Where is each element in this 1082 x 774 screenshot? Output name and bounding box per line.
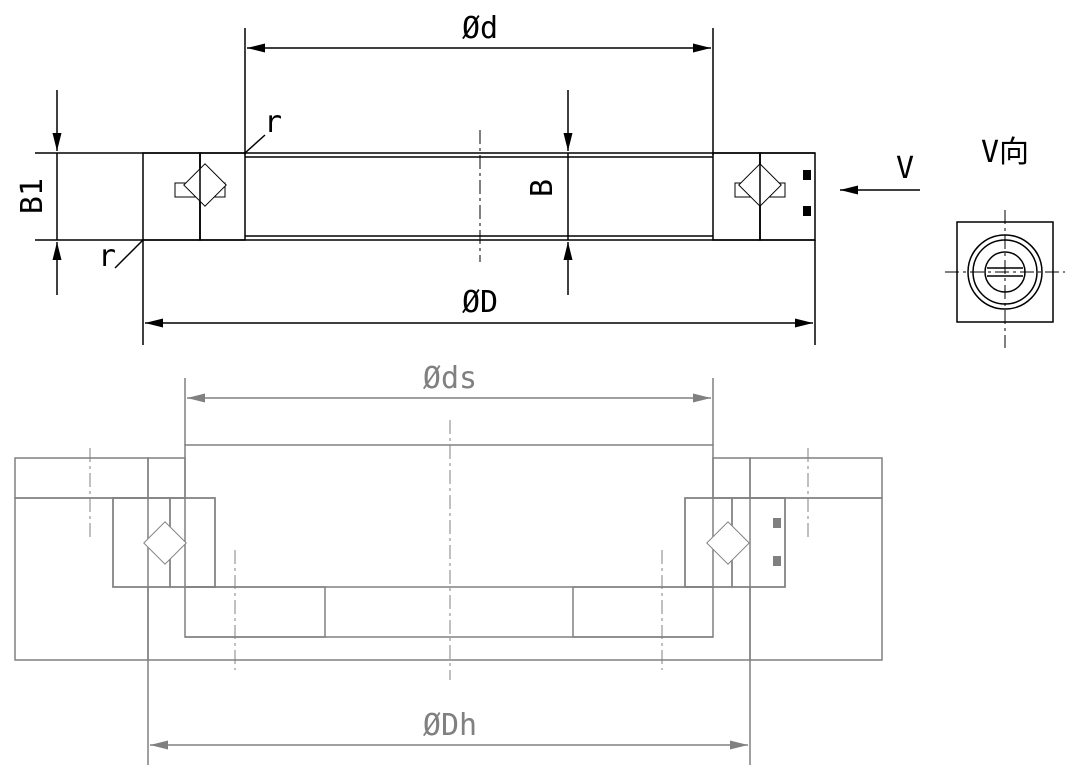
dimension-shaft-diameter: Øds (184, 361, 714, 445)
bearing-section-view: Ød r r (15, 11, 1065, 348)
housing-diameter-label: ØDh (423, 708, 477, 743)
shaft-diameter-label: Øds (423, 361, 477, 396)
seal-mark (803, 170, 811, 180)
shaft (184, 444, 714, 588)
left-ring-section (142, 152, 246, 241)
dimension-housing-diameter: ØDh (147, 587, 751, 765)
dimension-outer-diameter: ØD (142, 240, 816, 345)
view-title: V向 (981, 135, 1029, 170)
ring-width-label: B1 (15, 178, 50, 214)
outer-diameter-label: ØD (462, 285, 498, 320)
right-ring-section (712, 152, 816, 241)
roller-element (183, 163, 227, 207)
left-shaft-flange (184, 586, 326, 638)
inner-diameter-label: Ød (462, 11, 498, 46)
seal-mark (803, 206, 811, 216)
left-bearing (112, 497, 216, 588)
radius-label-top: r (264, 105, 282, 140)
dimension-inner-diameter: Ød (244, 11, 714, 155)
radius-label-bottom: r (98, 239, 116, 274)
view-v-detail (945, 210, 1065, 348)
view-arrow-label: V (896, 151, 914, 186)
left-housing (14, 497, 149, 661)
dimension-width: B (525, 90, 573, 295)
right-bearing (684, 497, 786, 588)
right-housing (749, 497, 883, 661)
width-label: B (525, 179, 560, 197)
right-housing-clamp (749, 457, 883, 499)
left-housing-clamp (14, 457, 149, 499)
dimension-ring-width: B1 (15, 90, 62, 295)
mounting-section-view: Øds (14, 361, 883, 765)
right-shaft-flange (572, 586, 714, 638)
